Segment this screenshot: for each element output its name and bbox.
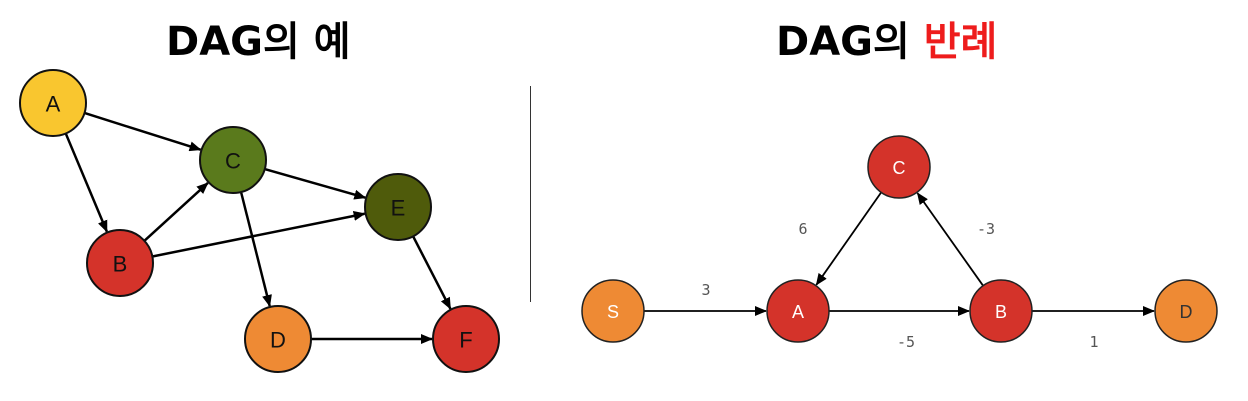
left-panel-title: DAG의 예 (166, 19, 351, 65)
left-node-circle-b (86, 229, 154, 297)
left-node-label-b: B (113, 252, 128, 277)
right-node-c: C (867, 135, 931, 199)
right-node-label-s: S (607, 302, 619, 322)
right-edge-b-to-c (916, 192, 984, 287)
left-node-label-f: F (459, 328, 472, 353)
left-node-b: B (86, 229, 154, 297)
left-edge-c-to-e (264, 167, 367, 200)
left-edge-a-to-c (84, 111, 202, 152)
left-node-a: A (19, 69, 87, 137)
right-edge-weight-s-to-a: 3 (701, 281, 710, 299)
right-node-label-c: C (893, 158, 906, 178)
left-node-e: E (364, 173, 432, 241)
right-graph-edges: 3 -5 -3 6 1 (644, 191, 1155, 351)
right-title-prefix: DAG의 (776, 19, 924, 65)
left-node-label-e: E (391, 196, 406, 221)
left-node-f: F (432, 305, 500, 373)
left-node-label-a: A (46, 92, 61, 117)
left-node-circle-a (19, 69, 87, 137)
left-node-label-c: C (225, 149, 241, 174)
right-graph-nodes: S A B C D (581, 135, 1218, 343)
right-edge-c-to-a (815, 191, 882, 286)
right-edge-weight-a-to-b: -5 (897, 333, 915, 351)
left-node-d: D (244, 305, 312, 373)
right-node-circle-b (969, 279, 1033, 343)
left-edge-b-to-e (152, 210, 366, 258)
left-edge-e-to-f (412, 235, 452, 310)
left-graph-nodes: A B C D E F (19, 69, 500, 373)
left-node-circle-c (199, 126, 267, 194)
right-edge-weight-c-to-a: 6 (798, 220, 807, 238)
right-title-highlight: 반례 (923, 19, 998, 65)
right-node-circle-d (1154, 279, 1218, 343)
right-node-a: A (766, 279, 830, 343)
right-node-circle-c (867, 135, 931, 199)
right-node-s: S (581, 279, 645, 343)
right-node-label-d: D (1180, 302, 1193, 322)
left-node-label-d: D (270, 328, 286, 353)
right-edge-weight-b-to-d: 1 (1089, 333, 1098, 351)
left-edge-c-to-d (239, 191, 272, 307)
left-graph-edges (64, 111, 452, 344)
right-node-label-a: A (792, 302, 804, 322)
panel-divider (530, 86, 531, 302)
right-node-circle-a (766, 279, 830, 343)
right-node-b: B (969, 279, 1033, 343)
left-edge-b-to-c (143, 181, 209, 242)
left-node-c: C (199, 126, 267, 194)
right-node-d: D (1154, 279, 1218, 343)
right-edge-weight-b-to-c: -3 (977, 220, 995, 238)
right-node-label-b: B (995, 302, 1007, 322)
left-node-circle-f (432, 305, 500, 373)
left-node-circle-e (364, 173, 432, 241)
right-node-circle-s (581, 279, 645, 343)
left-node-circle-d (244, 305, 312, 373)
right-panel-title: DAG의 반례 (776, 14, 997, 70)
left-edge-a-to-b (64, 132, 109, 233)
